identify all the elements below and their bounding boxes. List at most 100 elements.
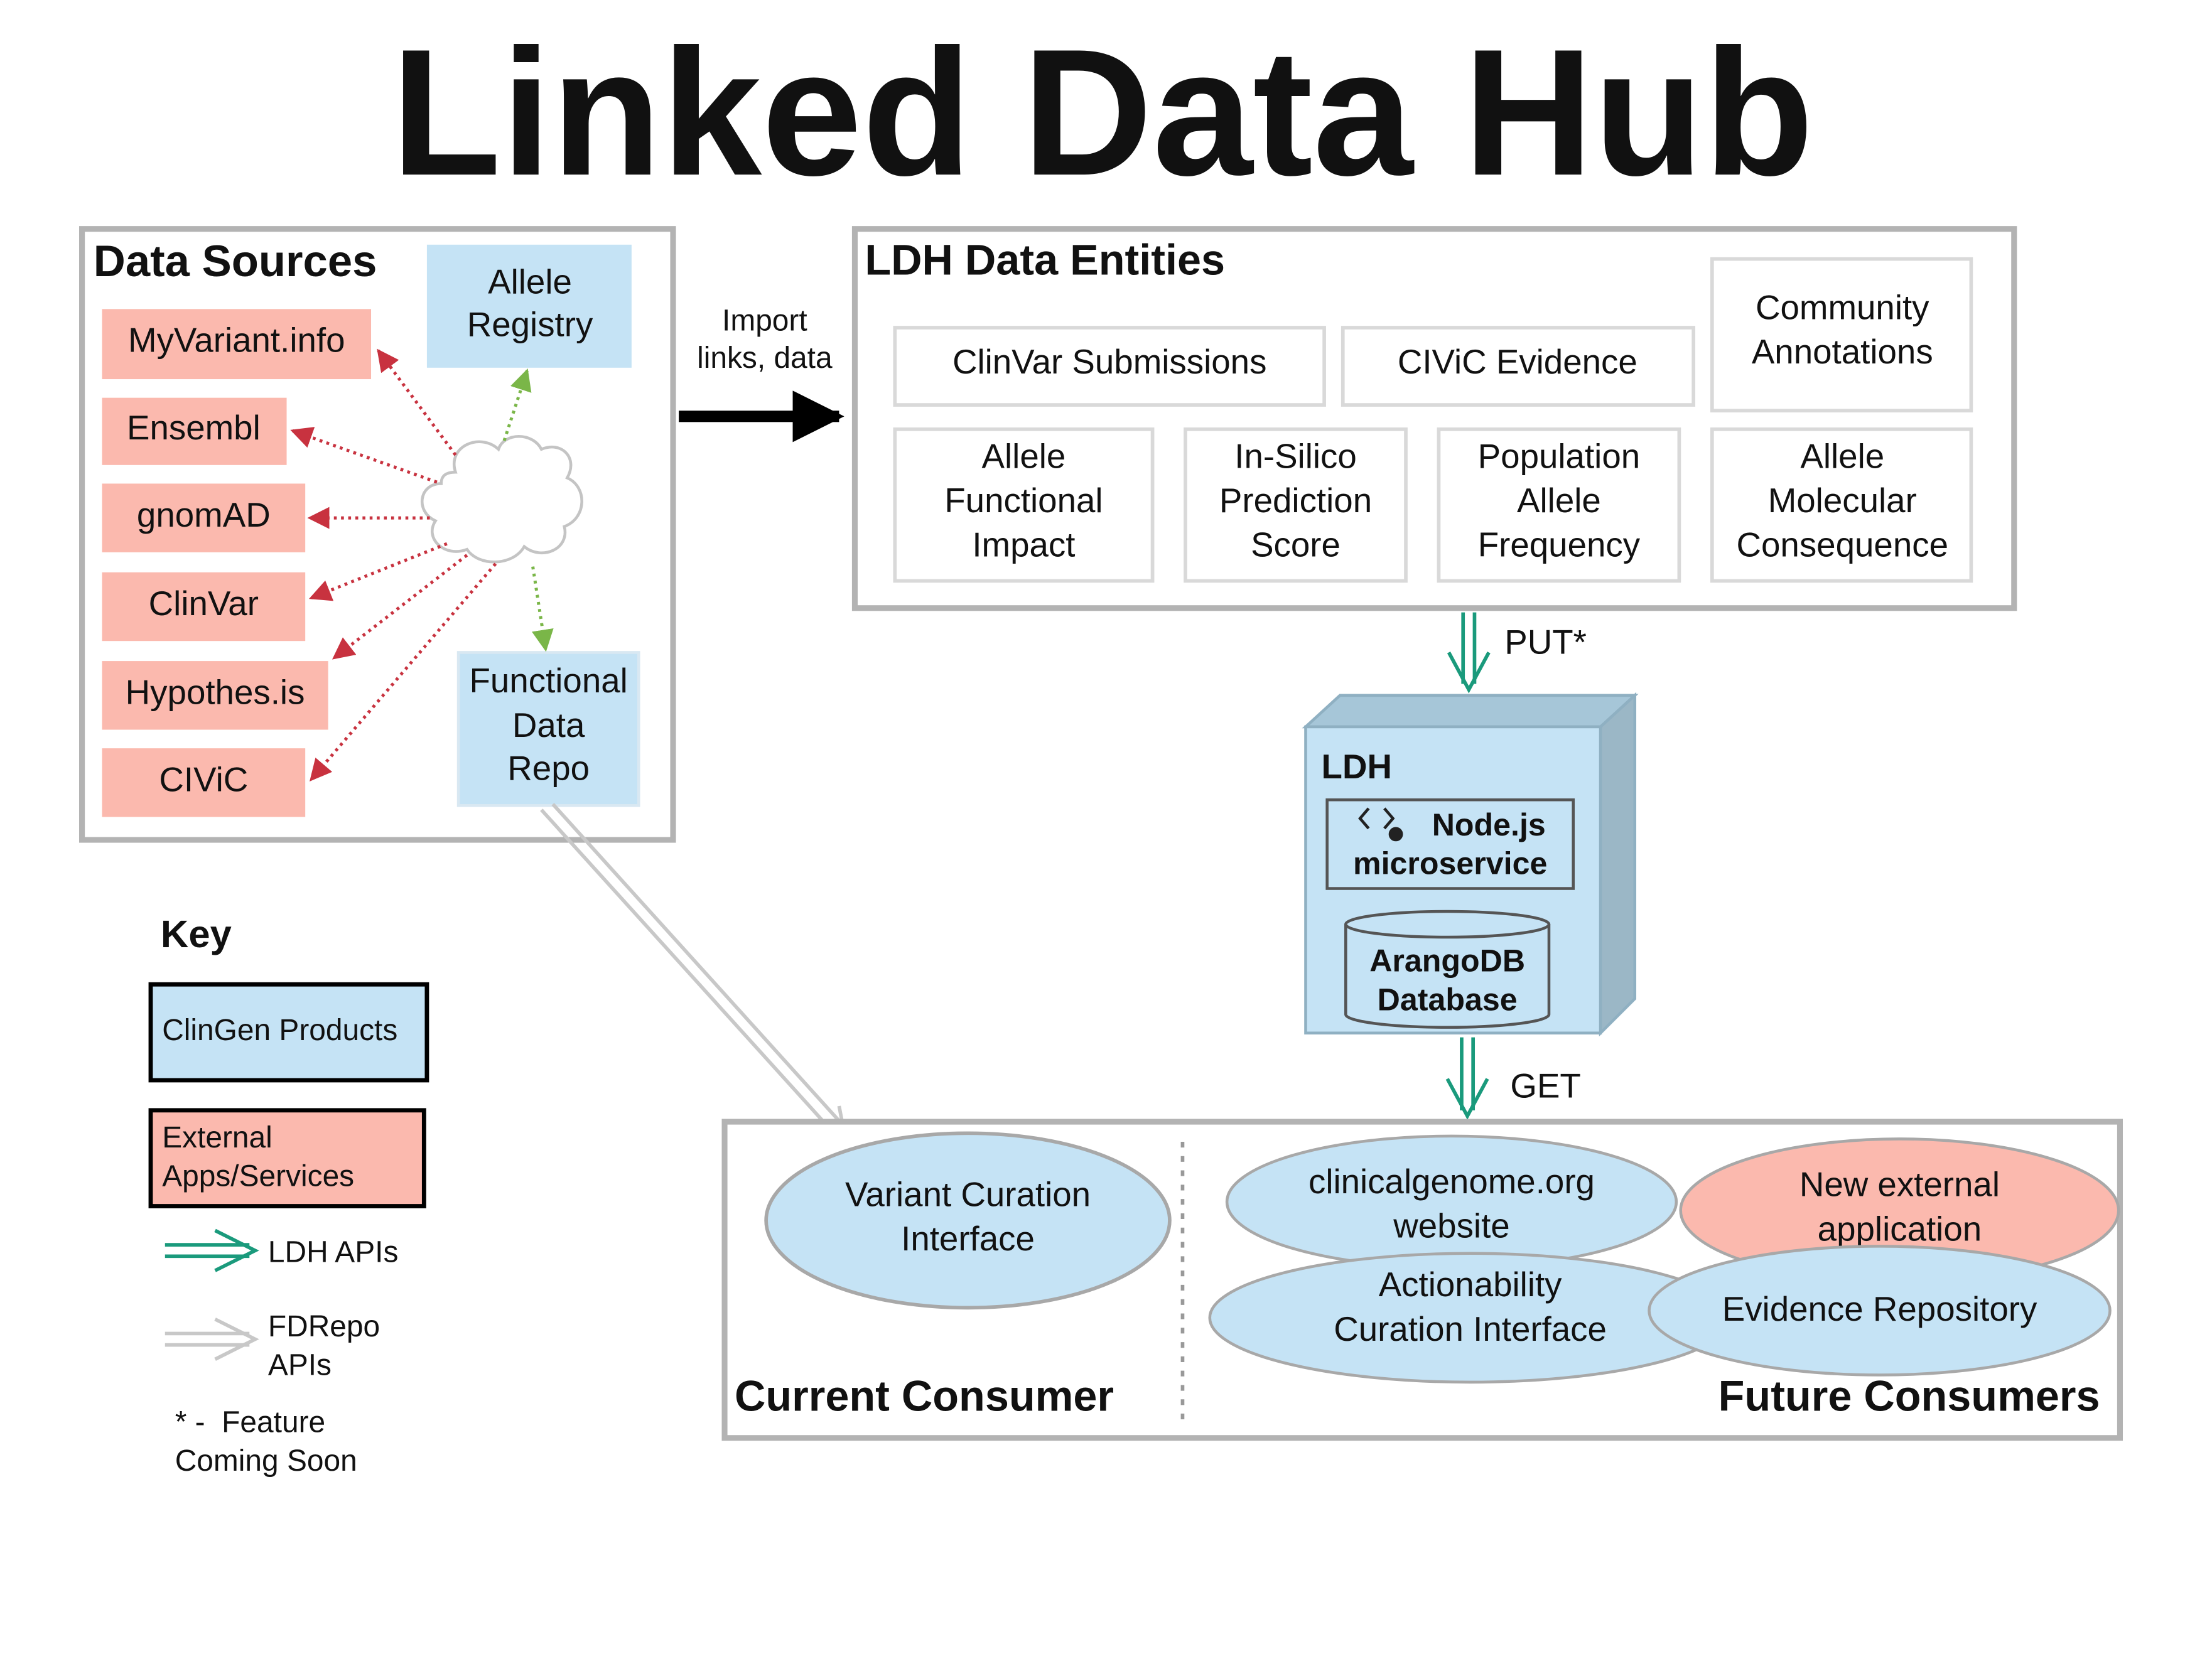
- svg-text:Prediction: Prediction: [1219, 481, 1372, 520]
- svg-text:Curation Interface: Curation Interface: [1334, 1309, 1607, 1348]
- svg-text:Hypothes.is: Hypothes.is: [126, 672, 305, 711]
- svg-text:application: application: [1818, 1209, 1982, 1248]
- svg-text:CIViC Evidence: CIViC Evidence: [1398, 342, 1637, 381]
- svg-text:Coming Soon: Coming Soon: [175, 1444, 357, 1478]
- svg-text:gnomAD: gnomAD: [137, 495, 271, 534]
- evidence-repository: Evidence Repository: [1648, 1245, 2112, 1377]
- svg-text:Impact: Impact: [972, 525, 1075, 564]
- arangodb-database: ArangoDB Database: [1344, 910, 1551, 1029]
- svg-text:Annotations: Annotations: [1752, 332, 1933, 371]
- source-link-arrows: [290, 348, 497, 781]
- entity-allele-functional-impact: Allele Functional Impact: [893, 427, 1155, 583]
- svg-text:Frequency: Frequency: [1478, 525, 1641, 564]
- svg-text:Allele: Allele: [488, 262, 572, 301]
- entity-clinvar-submissions: ClinVar Submissions: [893, 326, 1326, 407]
- svg-text:APIs: APIs: [268, 1349, 332, 1382]
- key-footnote: * - Feature Coming Soon: [175, 1406, 357, 1478]
- svg-text:ClinVar: ClinVar: [149, 584, 259, 623]
- svg-text:Apps/Services: Apps/Services: [162, 1160, 354, 1193]
- svg-text:* - Feature: * - Feature: [175, 1406, 325, 1439]
- clinicalgenome-website: clinicalgenome.org website: [1225, 1134, 1678, 1269]
- key-heading: Key: [161, 913, 232, 956]
- ldh-data-entities-panel: LDH Data Entities ClinVar Submissions CI…: [851, 226, 2017, 611]
- current-consumer-heading: Current Consumer: [735, 1373, 1114, 1420]
- svg-text:Functional: Functional: [944, 481, 1103, 520]
- source-hypothesis: Hypothes.is: [102, 661, 328, 730]
- entity-in-silico-prediction: In-Silico Prediction Score: [1184, 427, 1408, 583]
- page-title: Linked Data Hub: [391, 11, 1814, 213]
- ldh-server: LDH Node.js microservice ArangoDB Databa…: [1302, 692, 1639, 1037]
- variant-curation-interface: Variant Curation Interface: [764, 1131, 1172, 1310]
- svg-text:FDRepo: FDRepo: [268, 1310, 380, 1343]
- entity-community-annotations: Community Annotations: [1710, 257, 1973, 413]
- svg-text:Allele: Allele: [1517, 481, 1601, 520]
- svg-text:MyVariant.info: MyVariant.info: [128, 321, 345, 360]
- nodejs-microservice: Node.js microservice: [1325, 798, 1575, 890]
- svg-text:Data: Data: [512, 706, 585, 744]
- consumers-panel: Variant Curation Interface New external …: [721, 1119, 2123, 1441]
- svg-text:Population: Population: [1478, 436, 1640, 475]
- svg-text:Allele: Allele: [1800, 436, 1884, 475]
- put-label: PUT*: [1504, 623, 1587, 662]
- allele-registry-box: Allele Registry: [426, 244, 632, 368]
- svg-text:Node.js: Node.js: [1432, 807, 1546, 842]
- put-arrow: [1447, 612, 1491, 694]
- svg-text:External: External: [162, 1121, 272, 1154]
- data-sources-heading: Data Sources: [94, 236, 377, 286]
- svg-text:microservice: microservice: [1353, 846, 1547, 881]
- key-legend: Key ClinGen Products External Apps/Servi…: [148, 913, 429, 1478]
- key-clingen-products: ClinGen Products: [148, 982, 429, 1083]
- svg-text:Import: Import: [722, 304, 807, 338]
- svg-text:clinicalgenome.org: clinicalgenome.org: [1308, 1162, 1595, 1201]
- actionability-curation-interface: Actionability Curation Interface: [1208, 1252, 1732, 1384]
- source-gnomad: gnomAD: [102, 483, 306, 552]
- entity-allele-molecular-consequence: Allele Molecular Consequence: [1710, 427, 1973, 583]
- new-external-application: New external application: [1679, 1137, 2120, 1284]
- svg-text:CIViC: CIViC: [159, 760, 248, 799]
- svg-text:In-Silico: In-Silico: [1234, 436, 1357, 475]
- source-civic: CIViC: [102, 748, 306, 817]
- svg-text:links, data: links, data: [697, 341, 833, 375]
- svg-text:Evidence Repository: Evidence Repository: [1722, 1289, 2037, 1328]
- import-arrow: Import links, data: [679, 304, 844, 443]
- svg-text:Repo: Repo: [507, 748, 590, 787]
- entity-civic-evidence: CIViC Evidence: [1341, 326, 1696, 407]
- svg-text:Allele: Allele: [982, 436, 1066, 475]
- svg-text:Variant Curation: Variant Curation: [845, 1175, 1091, 1214]
- svg-text:ClinGen Products: ClinGen Products: [162, 1014, 397, 1047]
- source-clinvar: ClinVar: [102, 572, 306, 642]
- code-gear-icon: [1358, 807, 1403, 842]
- svg-text:Actionability: Actionability: [1379, 1265, 1562, 1304]
- functional-data-repo-box: Functional Data Repo: [456, 651, 640, 807]
- svg-text:Ensembl: Ensembl: [127, 408, 261, 447]
- svg-text:Database: Database: [1378, 982, 1518, 1017]
- svg-text:ArangoDB: ArangoDB: [1369, 943, 1525, 979]
- get-arrow: [1445, 1037, 1489, 1120]
- entity-population-allele-frequency: Population Allele Frequency: [1437, 427, 1681, 583]
- clingen-link-arrows: [502, 368, 554, 652]
- svg-text:Community: Community: [1756, 287, 1929, 326]
- svg-text:ClinVar Submissions: ClinVar Submissions: [952, 342, 1266, 381]
- svg-text:LDH APIs: LDH APIs: [268, 1235, 398, 1269]
- get-label: GET: [1510, 1066, 1580, 1105]
- data-sources-panel: Data Sources MyVariant.info Ensembl gnom…: [79, 226, 676, 843]
- key-fdrepo-apis: FDRepo APIs: [165, 1310, 380, 1382]
- key-ldh-apis: LDH APIs: [165, 1228, 398, 1272]
- future-consumers-heading: Future Consumers: [1718, 1373, 2100, 1420]
- svg-text:Registry: Registry: [467, 305, 593, 344]
- source-ensembl: Ensembl: [102, 397, 287, 465]
- svg-text:website: website: [1393, 1206, 1509, 1245]
- fdrepo-api-arrow-icon: [165, 1318, 259, 1361]
- svg-text:New external: New external: [1799, 1165, 2000, 1204]
- ldh-api-arrow-icon: [165, 1228, 259, 1272]
- source-myvariant: MyVariant.info: [102, 309, 372, 380]
- entities-heading: LDH Data Entities: [865, 237, 1225, 284]
- cloud-icon: [420, 435, 583, 564]
- fdrepo-api-arrow: [540, 803, 850, 1147]
- svg-text:Score: Score: [1251, 525, 1341, 564]
- ldh-label: LDH: [1322, 747, 1392, 786]
- svg-text:Molecular: Molecular: [1768, 481, 1917, 520]
- svg-text:Functional: Functional: [470, 661, 628, 700]
- svg-text:Consequence: Consequence: [1737, 525, 1949, 564]
